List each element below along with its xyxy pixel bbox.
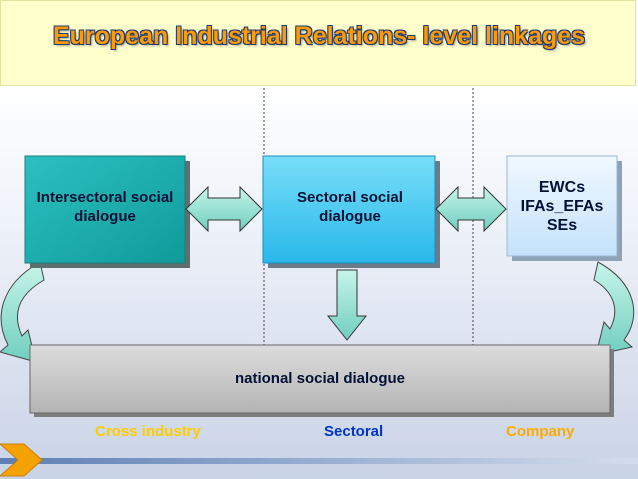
national-bar (29, 344, 611, 414)
curved-arrow-left (0, 261, 45, 363)
sectoral-box (262, 155, 436, 264)
company-box-label-ses: SEs (546, 217, 578, 234)
double-arrow-left (185, 185, 263, 233)
company-box-label-ifas: IFAs_EFAs (520, 198, 604, 215)
title-banner (0, 0, 636, 86)
footer-chevron-icon (0, 443, 43, 477)
double-arrow-right (435, 185, 507, 233)
slide-title: European Industrial Relations- level lin… (52, 22, 586, 50)
column-label-sectoral: Sectoral (324, 423, 384, 440)
company-box-label-ewcs: EWCs (538, 179, 586, 196)
column-label-company: Company (506, 423, 575, 440)
footer-band (0, 458, 638, 464)
sectoral-box-label: Sectoral social dialogue (297, 189, 403, 225)
company-box (506, 155, 618, 257)
column-label-cross-industry: Cross industry (95, 423, 201, 440)
down-arrow (326, 269, 368, 341)
intersectoral-box-label: Intersectoral social dialogue (36, 189, 174, 225)
intersectoral-box (24, 155, 186, 264)
national-bar-label: national social dialogue (234, 370, 406, 387)
curved-arrow-right (593, 261, 635, 356)
